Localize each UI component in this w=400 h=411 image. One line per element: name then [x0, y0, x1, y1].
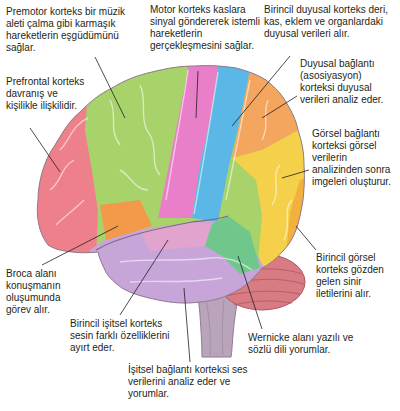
callout-label: Motor korteks kaslara sinyal göndererek …: [150, 4, 262, 52]
broca-region: [100, 200, 152, 240]
leader-line: [238, 256, 262, 329]
leader-line: [30, 128, 60, 172]
callout-label: Görsel bağlantı korteksi görsel verileri…: [312, 128, 396, 188]
leader-line: [120, 240, 168, 315]
leader-line: [42, 226, 118, 265]
callout-label: Duyusal bağlantı (asosiyasyon) korteksi …: [300, 58, 396, 106]
callout-label: İşitsel bağlantı korteksi ses verilerini…: [128, 364, 270, 400]
callout-label: Birincil duyusal korteks deri, kas, ekle…: [264, 4, 394, 40]
callout-label: Birincil görsel korteks gözden gelen sin…: [316, 252, 396, 300]
callout-label: Wernicke alanı yazılı ve sözlü dili yoru…: [248, 332, 378, 356]
cerebrum-outline: [37, 66, 304, 303]
lateral-sulcus: [96, 216, 228, 250]
leader-line: [184, 288, 190, 362]
leader-line: [196, 71, 198, 118]
callout-label: Birincil işitsel korteks sesin farklı öz…: [70, 318, 182, 354]
callout-label: Broca alanı konuşmanın oluşumunda görev …: [6, 268, 80, 316]
brainstem-groove: [206, 300, 224, 355]
callout-label: Prefrontal korteks davranış ve kişilikle…: [6, 76, 90, 112]
leader-line: [262, 96, 297, 118]
leader-line: [95, 57, 125, 118]
callout-label: Premotor korteks bir müzik aleti çalma g…: [6, 6, 146, 54]
leader-line: [296, 226, 316, 250]
leader-line: [232, 56, 290, 126]
gyri-lines: [50, 70, 292, 282]
wernicke-region: [205, 216, 260, 274]
leader-line: [282, 170, 309, 178]
